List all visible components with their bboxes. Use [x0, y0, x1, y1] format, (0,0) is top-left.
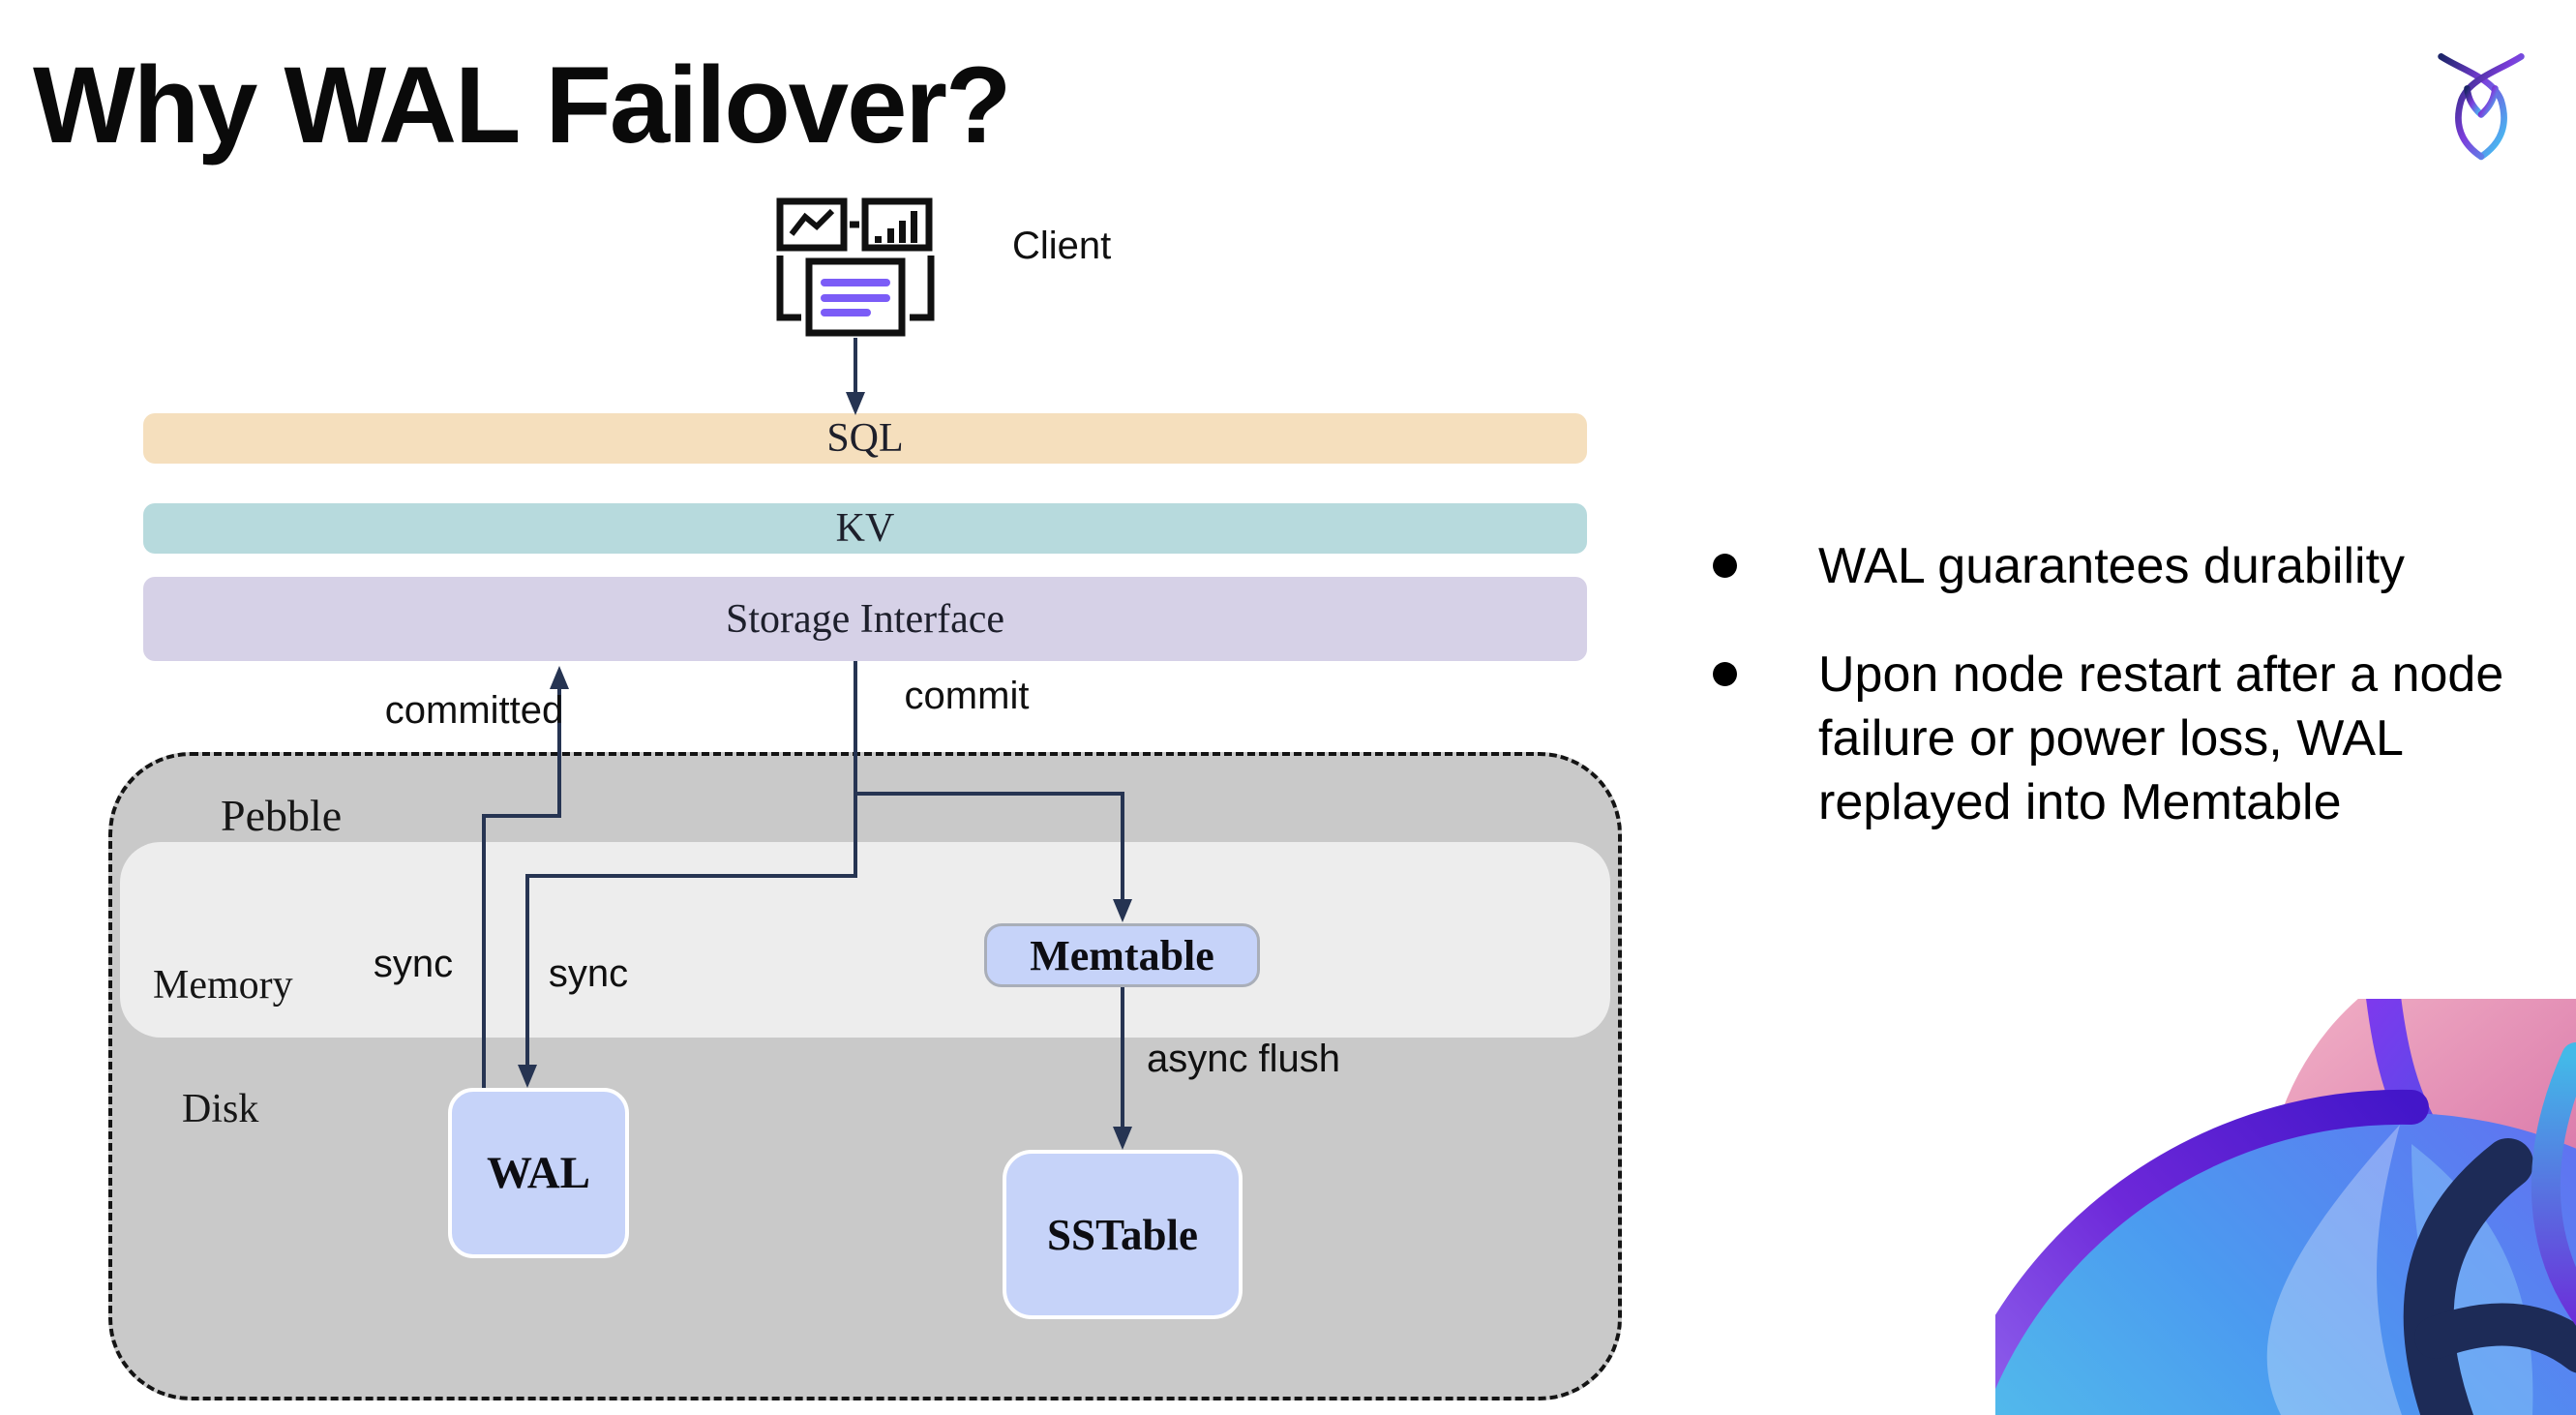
arrowhead-committed-up [550, 666, 569, 689]
logo-left-antenna-body [2438, 53, 2507, 161]
logo-vein-left [2464, 85, 2485, 118]
sync-right-edge-label: sync [548, 952, 629, 995]
list-item: Upon node restart after a node failure o… [1695, 643, 2547, 834]
right-bracket [910, 256, 935, 321]
pebble-label: Pebble [221, 791, 343, 840]
bar-3 [911, 211, 917, 243]
async-flush-edge-label: async flush [1146, 1038, 1341, 1080]
sstable-node: SSTable [1003, 1150, 1243, 1319]
leaf-highlight-1 [2266, 1125, 2402, 1415]
client-workstation-icon [776, 197, 935, 337]
memory-label: Memory [153, 963, 293, 1008]
disk-label: Disk [182, 1087, 259, 1131]
bullet-dot-icon [1713, 662, 1737, 686]
logo-vein-right [2477, 85, 2499, 118]
bar-1 [887, 228, 894, 243]
bullet-dot-icon [1713, 554, 1737, 578]
page-title: Why WAL Failover? [33, 45, 1011, 166]
bar-2 [899, 221, 906, 243]
bullet-text: Upon node restart after a node failure o… [1818, 647, 2504, 830]
wal-node: WAL [448, 1088, 629, 1258]
memtable-node: Memtable [984, 923, 1260, 987]
layer-bar-storage-interface: Storage Interface [143, 577, 1587, 661]
cyan-edge-arc [2531, 1042, 2576, 1326]
commit-edge-label: commit [904, 675, 1030, 717]
list-item: WAL guarantees durability [1695, 534, 2547, 598]
memory-region [120, 842, 1610, 1038]
committed-edge-label: committed [384, 689, 564, 732]
bullet-list: WAL guarantees durability Upon node rest… [1695, 534, 2547, 834]
arrowhead-into-sql [846, 392, 865, 415]
sync-left-edge-label: sync [373, 943, 454, 985]
layer-bar-kv: KV [143, 503, 1587, 554]
bar-chart-dot [875, 236, 882, 243]
cockroach-logo-icon [2438, 53, 2525, 161]
dark-leaf-stroke-2 [2414, 1303, 2576, 1373]
bullet-text: WAL guarantees durability [1818, 538, 2406, 594]
left-bracket [776, 256, 801, 321]
purple-rim-arc [1995, 1089, 2429, 1390]
dark-leaf-stroke-1 [2403, 1138, 2533, 1415]
bar-chart-monitor-icon [861, 197, 933, 252]
client-label: Client [1012, 225, 1112, 267]
layer-bar-sql: SQL [143, 413, 1587, 464]
logo-right-antenna-body [2455, 53, 2525, 161]
cockroach-brand-sphere-graphic [1995, 999, 2576, 1415]
line-chart-glyph [789, 208, 835, 236]
